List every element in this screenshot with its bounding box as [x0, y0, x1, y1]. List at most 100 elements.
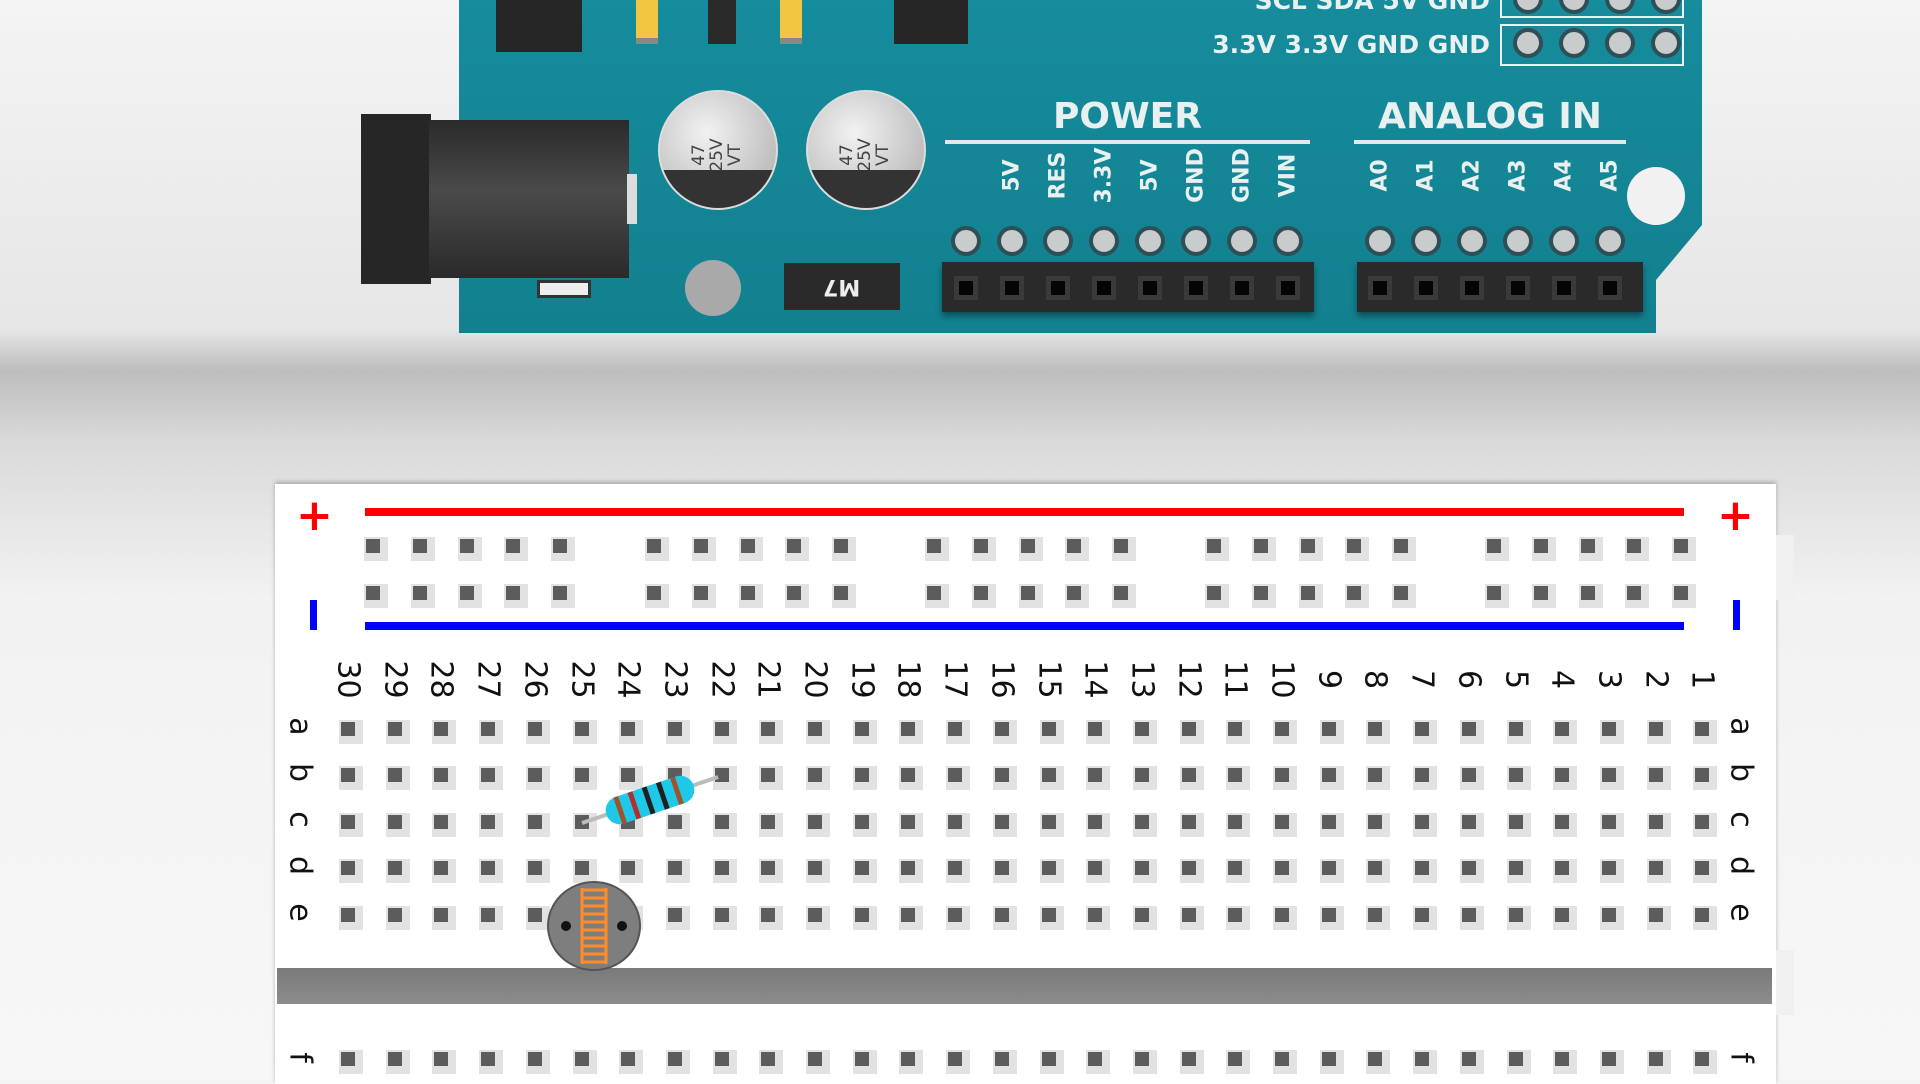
breadboard-hole[interactable] — [761, 1052, 776, 1066]
breadboard-hole[interactable] — [854, 1052, 869, 1066]
breadboard-hole[interactable] — [1555, 815, 1570, 829]
breadboard-hole[interactable] — [1321, 815, 1336, 829]
breadboard-hole[interactable] — [1041, 861, 1056, 875]
power-socket[interactable] — [1046, 276, 1070, 300]
power-pin-hole[interactable] — [1181, 226, 1211, 256]
breadboard-hole[interactable] — [808, 1052, 822, 1066]
breadboard-hole[interactable] — [1415, 861, 1430, 875]
breadboard-hole[interactable] — [1695, 861, 1710, 875]
rail-hole[interactable] — [1253, 586, 1268, 600]
breadboard-hole[interactable] — [434, 768, 449, 782]
rail-hole[interactable] — [1020, 539, 1035, 553]
breadboard-hole[interactable] — [1181, 815, 1196, 829]
breadboard-hole[interactable] — [1275, 861, 1289, 875]
breadboard-hole[interactable] — [1134, 768, 1149, 782]
breadboard-hole[interactable] — [1088, 1052, 1103, 1066]
breadboard-hole[interactable] — [1181, 722, 1196, 736]
breadboard-hole[interactable] — [1321, 768, 1336, 782]
breadboard-hole[interactable] — [714, 861, 729, 875]
breadboard-hole[interactable] — [854, 861, 869, 875]
breadboard-hole[interactable] — [527, 768, 542, 782]
breadboard-hole[interactable] — [387, 722, 402, 736]
breadboard-hole[interactable] — [1275, 722, 1289, 736]
breadboard-hole[interactable] — [1601, 1052, 1616, 1066]
breadboard-hole[interactable] — [1648, 908, 1663, 922]
breadboard-hole[interactable] — [667, 815, 682, 829]
rail-hole[interactable] — [693, 539, 708, 553]
power-pin-hole[interactable] — [997, 226, 1027, 256]
breadboard-hole[interactable] — [1461, 861, 1476, 875]
rail-hole[interactable] — [1487, 586, 1501, 600]
breadboard-hole[interactable] — [1088, 768, 1103, 782]
breadboard-hole[interactable] — [1461, 1052, 1476, 1066]
breadboard-hole[interactable] — [714, 722, 729, 736]
breadboard-hole[interactable] — [901, 815, 916, 829]
power-socket[interactable] — [1230, 276, 1254, 300]
rail-hole[interactable] — [459, 539, 474, 553]
rail-hole[interactable] — [412, 539, 427, 553]
breadboard-hole[interactable] — [1275, 1052, 1289, 1066]
rail-hole[interactable] — [927, 586, 941, 600]
breadboard-hole[interactable] — [1041, 815, 1056, 829]
breadboard-hole[interactable] — [1601, 768, 1616, 782]
breadboard-hole[interactable] — [1508, 722, 1523, 736]
breadboard-hole[interactable] — [527, 861, 542, 875]
breadboard-hole[interactable] — [527, 722, 542, 736]
breadboard-hole[interactable] — [854, 768, 869, 782]
analog-socket[interactable] — [1460, 276, 1484, 300]
breadboard-hole[interactable] — [621, 768, 636, 782]
breadboard-hole[interactable] — [621, 1052, 636, 1066]
header-pin[interactable] — [1651, 28, 1681, 58]
rail-hole[interactable] — [1020, 586, 1035, 600]
breadboard-hole[interactable] — [1181, 1052, 1196, 1066]
analog-pin-hole[interactable] — [1457, 226, 1487, 256]
breadboard-hole[interactable] — [1134, 1052, 1149, 1066]
breadboard-hole[interactable] — [1041, 722, 1056, 736]
breadboard-hole[interactable] — [1134, 815, 1149, 829]
breadboard-hole[interactable] — [1555, 1052, 1570, 1066]
breadboard-hole[interactable] — [1041, 908, 1056, 922]
breadboard-hole[interactable] — [1555, 722, 1570, 736]
breadboard-hole[interactable] — [948, 908, 963, 922]
breadboard-hole[interactable] — [761, 722, 776, 736]
rail-hole[interactable] — [1394, 539, 1409, 553]
breadboard-hole[interactable] — [341, 768, 355, 782]
breadboard-hole[interactable] — [994, 768, 1009, 782]
rail-hole[interactable] — [787, 586, 802, 600]
breadboard-hole[interactable] — [1368, 861, 1383, 875]
breadboard-hole[interactable] — [1088, 815, 1103, 829]
breadboard-hole[interactable] — [1134, 861, 1149, 875]
header-pin[interactable] — [1513, 28, 1543, 58]
breadboard-hole[interactable] — [1508, 861, 1523, 875]
breadboard-hole[interactable] — [1041, 768, 1056, 782]
analog-socket[interactable] — [1506, 276, 1530, 300]
breadboard-hole[interactable] — [761, 815, 776, 829]
breadboard-hole[interactable] — [341, 1052, 355, 1066]
analog-pin-hole[interactable] — [1411, 226, 1441, 256]
breadboard-hole[interactable] — [1648, 722, 1663, 736]
rail-hole[interactable] — [1533, 586, 1548, 600]
breadboard-hole[interactable] — [1648, 1052, 1663, 1066]
rail-hole[interactable] — [1487, 539, 1501, 553]
rail-hole[interactable] — [553, 539, 568, 553]
analog-pin-hole[interactable] — [1595, 226, 1625, 256]
rail-hole[interactable] — [412, 586, 427, 600]
breadboard-hole[interactable] — [1368, 768, 1383, 782]
breadboard-hole[interactable] — [1695, 722, 1710, 736]
breadboard-hole[interactable] — [901, 768, 916, 782]
breadboard-hole[interactable] — [341, 722, 355, 736]
breadboard-hole[interactable] — [574, 768, 589, 782]
breadboard-hole[interactable] — [1275, 908, 1289, 922]
breadboard-hole[interactable] — [434, 1052, 449, 1066]
analog-socket[interactable] — [1414, 276, 1438, 300]
rail-hole[interactable] — [1347, 586, 1362, 600]
breadboard-hole[interactable] — [1088, 861, 1103, 875]
breadboard-hole[interactable] — [527, 1052, 542, 1066]
breadboard-hole[interactable] — [948, 768, 963, 782]
breadboard-hole[interactable] — [1321, 722, 1336, 736]
rail-hole[interactable] — [553, 586, 568, 600]
power-pin-hole[interactable] — [1089, 226, 1119, 256]
breadboard-hole[interactable] — [434, 815, 449, 829]
breadboard-hole[interactable] — [1368, 815, 1383, 829]
breadboard-hole[interactable] — [1228, 861, 1243, 875]
